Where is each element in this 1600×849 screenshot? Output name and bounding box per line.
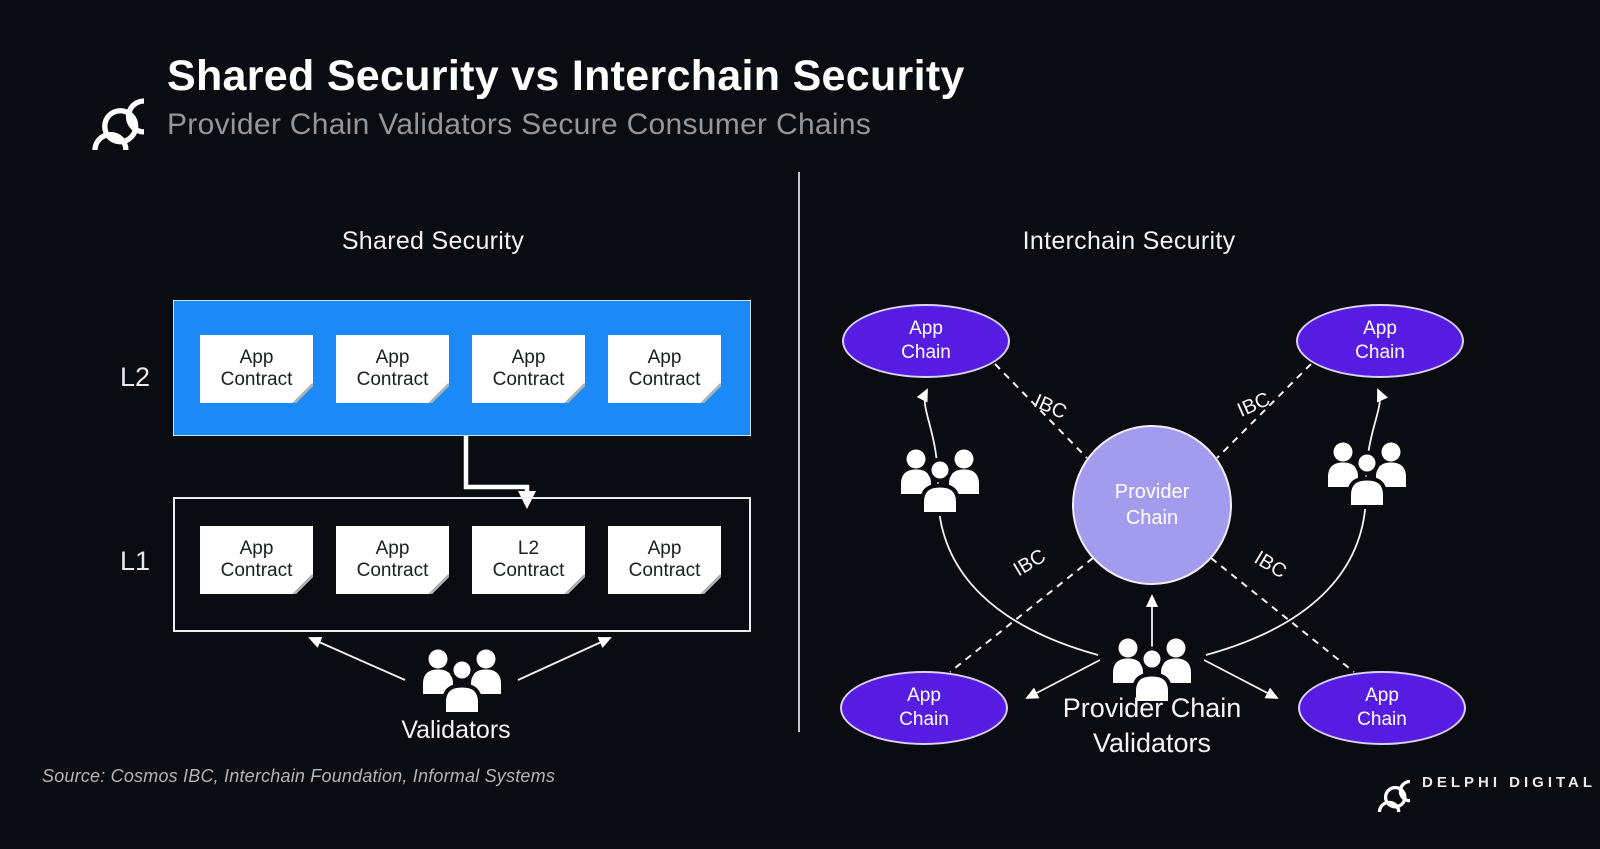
l2-to-l1-connector <box>463 436 536 509</box>
card-line: Contract <box>628 560 701 581</box>
ellipse-line: App <box>909 318 943 340</box>
card-line: L2 <box>517 537 540 559</box>
validators-to-l1-left-arrow <box>308 636 406 681</box>
validators-to-top-left-chain-curve <box>916 388 1099 656</box>
app-contract-card: App Contract <box>608 335 721 403</box>
ellipse-line: Chain <box>901 342 951 363</box>
app-contract-card: App Contract <box>336 526 449 594</box>
ellipse-line: Chain <box>1355 342 1405 363</box>
app-contract-card: App Contract <box>336 335 449 403</box>
validators-to-bottom-right-chain-arrow <box>1203 659 1279 699</box>
l1-base-box <box>173 497 751 632</box>
validators-label: Validators <box>401 716 511 744</box>
card-line: App <box>239 537 274 559</box>
card-line: Contract <box>492 560 565 581</box>
card-line: App <box>647 346 682 368</box>
ibc-link-top-right <box>1216 363 1312 459</box>
card-line: App <box>375 346 410 368</box>
caption-line: Provider Chain <box>1062 693 1242 723</box>
card-line: App <box>647 537 682 559</box>
l1-layer-label: L1 <box>119 546 151 576</box>
validators-icon <box>412 644 512 716</box>
ellipse-line: Chain <box>1357 709 1407 730</box>
ellipse-line: App <box>1365 685 1399 707</box>
delphi-knot-logo-icon <box>1344 746 1410 812</box>
ellipse-line: App <box>907 685 941 707</box>
ibc-link-top-left <box>994 363 1088 459</box>
provider-chain-circle: Provider Chain <box>1072 425 1232 585</box>
card-line: Contract <box>356 369 429 390</box>
ibc-link-bottom-right <box>1210 557 1355 673</box>
provider-line: Provider <box>1114 481 1190 503</box>
delphi-digital-wordmark: DELPHI DIGITAL <box>1422 774 1597 791</box>
app-chain-ellipse-bottom-left: App Chain <box>840 671 1008 745</box>
ibc-link-bottom-left <box>949 557 1094 673</box>
page-subtitle: Provider Chain Validators Secure Consume… <box>167 108 872 141</box>
card-line: Contract <box>628 369 701 390</box>
l2-layer-label: L2 <box>119 362 151 392</box>
card-line: App <box>511 346 546 368</box>
app-contract-card: App Contract <box>608 526 721 594</box>
card-line: Contract <box>492 369 565 390</box>
ellipse-line: Chain <box>899 709 949 730</box>
app-chain-ellipse-top-right: App Chain <box>1296 304 1464 378</box>
panel-divider <box>798 172 800 732</box>
provider-chain-validators-label: Provider Chain Validators <box>1002 691 1302 760</box>
validators-icon <box>890 444 990 516</box>
app-chain-ellipse-bottom-right: App Chain <box>1298 671 1466 745</box>
validators-to-l1-right-arrow <box>517 637 612 681</box>
validators-to-top-right-chain-curve <box>1205 388 1388 656</box>
app-chain-ellipse-top-left: App Chain <box>842 304 1010 378</box>
shared-security-heading: Shared Security <box>341 227 525 255</box>
card-line: App <box>375 537 410 559</box>
l2-contract-card: L2 Contract <box>472 526 585 594</box>
source-credit: Source: Cosmos IBC, Interchain Foundatio… <box>42 766 556 786</box>
app-contract-card: App Contract <box>472 335 585 403</box>
card-line: Contract <box>220 369 293 390</box>
card-line: Contract <box>220 560 293 581</box>
card-line: App <box>239 346 274 368</box>
ellipse-line: App <box>1363 318 1397 340</box>
page-title: Shared Security vs Interchain Security <box>167 52 965 100</box>
caption-line: Validators <box>1092 727 1212 758</box>
validators-to-bottom-left-chain-arrow <box>1025 659 1101 699</box>
card-line: Contract <box>356 560 429 581</box>
app-contract-card: App Contract <box>200 335 313 403</box>
interchain-security-heading: Interchain Security <box>1022 227 1236 255</box>
validators-icon <box>1317 437 1417 509</box>
app-contract-card: App Contract <box>200 526 313 594</box>
brand-knot-logo-icon <box>38 44 144 150</box>
provider-line: Chain <box>1125 507 1179 529</box>
